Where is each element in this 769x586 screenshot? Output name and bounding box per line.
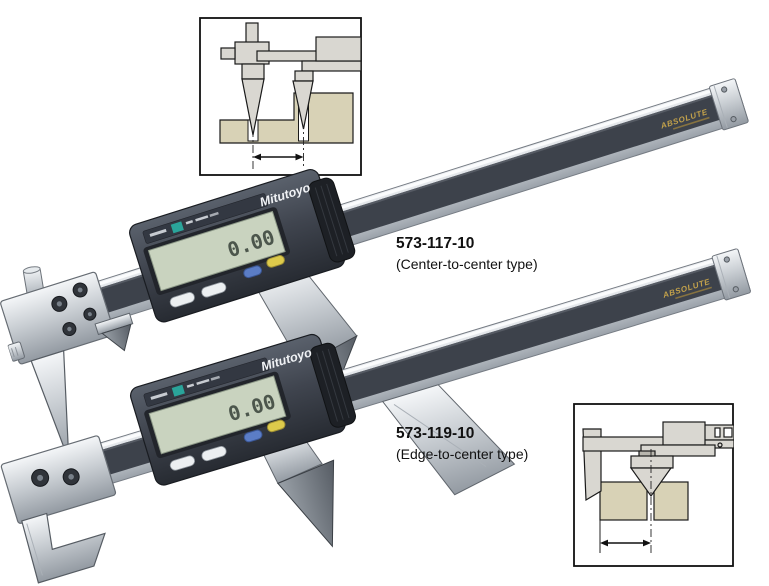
- movable-jaw-clamp: [381, 384, 516, 496]
- thumb-roller: [308, 177, 356, 263]
- movable-cone-point: [277, 459, 335, 548]
- blue-button: [243, 429, 263, 443]
- yellow-button: [266, 255, 285, 268]
- thumb-roller: [309, 342, 356, 428]
- model-label-strip: [142, 193, 269, 244]
- yellow-button: [266, 419, 286, 433]
- head-screws: [51, 282, 97, 337]
- edge-to-center-diagram: [573, 403, 734, 567]
- beam-end-cap: [711, 248, 751, 301]
- caliper-edge-to-center: ABSOLUTE: [0, 192, 769, 586]
- measurement-arrow: [253, 153, 304, 161]
- blue-button: [243, 265, 262, 279]
- slider-block: [315, 36, 362, 62]
- type-description: (Center-to-center type): [396, 256, 538, 272]
- lcd-screen: [148, 375, 287, 455]
- fixed-cone-point: [101, 323, 132, 352]
- absolute-badge: [171, 384, 185, 397]
- zero-button: [201, 445, 227, 462]
- origin-button: [169, 292, 195, 308]
- measurement-arrow: [600, 539, 651, 547]
- function-buttons: [169, 419, 286, 471]
- model-number: 573-119-10: [396, 425, 475, 442]
- model-number: 573-117-10: [396, 235, 475, 252]
- function-buttons: [169, 255, 285, 308]
- left-cone-assembly: [220, 22, 362, 136]
- head-screws: [31, 468, 80, 487]
- model-label-strip: [143, 357, 270, 407]
- fixed-jaw-blade: [30, 349, 70, 461]
- zero-button: [201, 282, 227, 298]
- beam-end-cap: [709, 78, 749, 131]
- center-to-center-diagram: [199, 17, 362, 176]
- head-assembly: [0, 266, 134, 461]
- cone-point-right: [292, 80, 314, 130]
- edge-hook-jaw: [21, 512, 106, 584]
- type-description: (Edge-to-center type): [396, 446, 529, 462]
- slider-display-unit: Mitutoyo 0.00: [129, 333, 516, 548]
- slider-block: [662, 421, 706, 446]
- right-cone-assembly: [292, 36, 362, 130]
- caliper-drawing: [582, 421, 734, 502]
- workpiece-right-block: [653, 481, 689, 521]
- slider-display-unit: Mitutoyo 0.00: [129, 169, 358, 387]
- cone-holder: [630, 455, 674, 469]
- product-label-573-117-10: 573-117-10 (Center-to-center type): [396, 233, 538, 275]
- product-label-573-119-10: 573-119-10 (Edge-to-center type): [396, 423, 528, 465]
- caliper-center-to-center: ABSOLUTE: [0, 22, 769, 488]
- lcd-screen: [147, 210, 286, 292]
- origin-button: [169, 455, 196, 471]
- absolute-badge: [170, 221, 184, 234]
- clamp-knob: [220, 47, 236, 60]
- workpiece-left-block: [599, 481, 648, 521]
- cone-point-left: [241, 78, 265, 136]
- head-assembly: [0, 435, 117, 584]
